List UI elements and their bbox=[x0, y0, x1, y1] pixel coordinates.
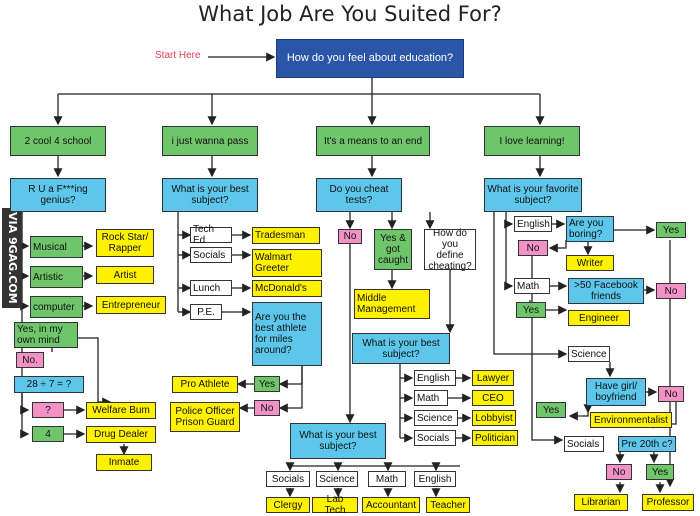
node-yes-pre: Yes bbox=[646, 464, 674, 480]
node-artistic: Artistic bbox=[30, 266, 83, 288]
node-ans-q: ? bbox=[32, 402, 64, 418]
node-science4: Science bbox=[568, 346, 610, 362]
node-middle-mgmt: Middle Management bbox=[354, 289, 430, 319]
node-accountant: Accountant bbox=[362, 497, 420, 513]
node-no-boring: No bbox=[518, 240, 548, 256]
node-labtech: Lab Tech bbox=[312, 494, 358, 516]
node-tradesman: Tradesman bbox=[252, 227, 320, 244]
node-socials1: Socials bbox=[190, 247, 232, 263]
node-english3: English bbox=[414, 471, 456, 487]
node-politician: Politician bbox=[472, 430, 518, 446]
node-ceo: CEO bbox=[472, 390, 514, 406]
node-pe: P.E. bbox=[190, 304, 222, 320]
node-environmentalist: Environmentalist bbox=[590, 412, 672, 428]
node-drugdealer: Drug Dealer bbox=[86, 426, 156, 443]
node-walmart: Walmart Greeter bbox=[252, 249, 322, 277]
node-science2: Science bbox=[414, 410, 458, 426]
node-lunch: Lunch bbox=[190, 280, 232, 296]
node-bestsubj1: What is your best subject? bbox=[162, 178, 258, 212]
node-fb-friends: >50 Facebook friends bbox=[568, 278, 644, 304]
node-inmate: Inmate bbox=[96, 454, 152, 471]
node-math2: Math bbox=[414, 390, 448, 406]
node-science3: Science bbox=[316, 471, 358, 487]
node-no-athlete: No bbox=[254, 400, 280, 416]
node-no-pre: No bbox=[606, 464, 632, 480]
node-english2: English bbox=[414, 370, 456, 386]
node-no-fb: No bbox=[656, 283, 686, 299]
node-cool4school: 2 cool 4 school bbox=[10, 126, 106, 156]
node-justpass: i just wanna pass bbox=[162, 126, 258, 156]
node-ownmind: Yes, in my own mind bbox=[14, 322, 78, 348]
node-math3: Math bbox=[368, 471, 406, 487]
node-yes-boring: Yes bbox=[656, 222, 686, 238]
node-girlfriend: Have girl/ boyfriend bbox=[586, 378, 646, 406]
node-yes-caught: Yes & got caught bbox=[374, 229, 412, 270]
node-teacher: Teacher bbox=[426, 497, 470, 513]
node-lobbyist: Lobbyist bbox=[472, 410, 516, 426]
node-rockstar: Rock Star/ Rapper bbox=[96, 229, 154, 257]
node-librarian: Librarian bbox=[574, 494, 628, 511]
node-artist: Artist bbox=[96, 266, 154, 284]
node-socials4: Socials bbox=[564, 436, 604, 452]
node-bestsubj3: What is your best subject? bbox=[290, 423, 386, 459]
node-lawyer: Lawyer bbox=[472, 370, 514, 386]
node-yes-fb: Yes bbox=[516, 302, 546, 318]
node-yes-gf: Yes bbox=[536, 402, 566, 418]
node-musical: Musical bbox=[30, 236, 83, 258]
node-socials3: Socials bbox=[266, 471, 310, 487]
node-professor: Professor bbox=[642, 494, 694, 511]
node-clergy: Clergy bbox=[266, 497, 310, 513]
node-yes-athlete: Yes bbox=[254, 376, 280, 392]
node-meansend: It's a means to an end bbox=[316, 126, 430, 156]
node-athlete-q: Are you the best athlete for miles aroun… bbox=[252, 302, 322, 366]
node-teched: Tech Ed bbox=[190, 224, 232, 246]
node-bestsubj2: What is your best subject? bbox=[352, 333, 450, 364]
page-title: What Job Are You Suited For? bbox=[198, 2, 502, 26]
node-police: Police Officer Prison Guard bbox=[170, 402, 240, 432]
node-welfare: Welfare Bum bbox=[86, 402, 156, 419]
start-here-label: Start Here bbox=[155, 50, 201, 61]
node-math4: Math bbox=[514, 278, 550, 294]
node-no-cheat: No bbox=[338, 229, 362, 244]
node-math-q: 28 ÷ 7 = ? bbox=[14, 376, 84, 393]
node-computer: computer bbox=[30, 296, 83, 318]
node-boring: Are you boring? bbox=[566, 216, 614, 242]
node-writer: Writer bbox=[566, 255, 614, 271]
node-favsubj: What is your favorite subject? bbox=[484, 178, 582, 212]
node-genius: R U a F***ing genius? bbox=[10, 178, 106, 212]
node-pre20: Pre 20th c? bbox=[618, 436, 676, 452]
node-no-gf: No bbox=[658, 386, 684, 402]
node-lovelearn: I love learning! bbox=[484, 126, 580, 156]
node-mcdonalds: McDonald's bbox=[252, 280, 322, 297]
node-pro-athlete: Pro Athlete bbox=[172, 376, 238, 393]
node-socials2: Socials bbox=[414, 430, 456, 446]
node-ans-4: 4 bbox=[32, 426, 64, 442]
node-define-cheat: How do you define cheating? bbox=[424, 228, 476, 272]
node-root: How do you feel about education? bbox=[276, 39, 464, 78]
node-entrepreneur: Entrepreneur bbox=[96, 296, 166, 314]
node-engineer: Engineer bbox=[568, 310, 630, 326]
watermark: VIA 9GAG.COM bbox=[2, 208, 22, 308]
node-english4: English bbox=[514, 216, 552, 232]
node-cheat: Do you cheat tests? bbox=[316, 178, 402, 212]
node-no-genius: No. bbox=[16, 352, 44, 368]
